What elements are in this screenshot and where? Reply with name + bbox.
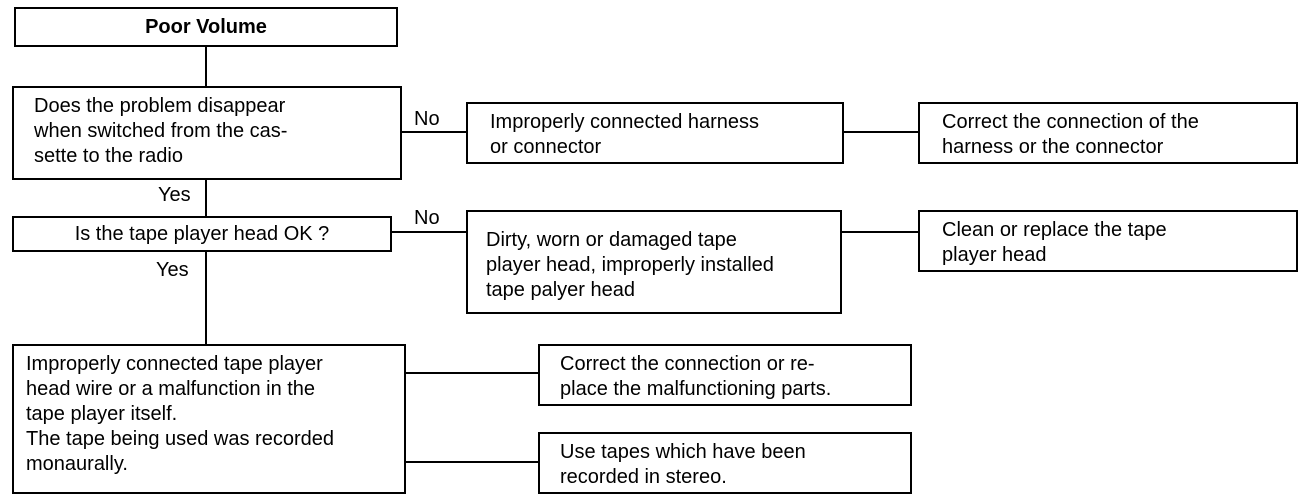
fix-line: Correct the connection or re-	[560, 353, 815, 375]
no-label: No	[414, 207, 440, 229]
yes-label: Yes	[158, 184, 191, 206]
cause-line: player head, improperly installed	[486, 254, 774, 276]
fix-box-stereo-tapes: Use tapes which have been recorded in st…	[538, 432, 912, 494]
fix-line: recorded in stereo.	[560, 466, 727, 488]
question-line: when switched from the cas-	[34, 120, 288, 142]
cause-line: Dirty, worn or damaged tape	[486, 229, 737, 251]
title-text: Poor Volume	[145, 16, 267, 38]
question-line: Does the problem disappear	[34, 95, 286, 117]
fix-line: player head	[942, 244, 1047, 266]
question-box-tape-head: Is the tape player head OK ?	[12, 216, 392, 252]
cause-line: tape player itself.	[26, 403, 178, 425]
question-line: sette to the radio	[34, 145, 183, 167]
no-label: No	[414, 108, 440, 130]
cause-line: monaurally.	[26, 453, 128, 475]
cause-box-harness: Improperly connected harness or connecto…	[466, 102, 844, 164]
cause-line: tape palyer head	[486, 279, 636, 301]
cause-box-wiring-monaural: Improperly connected tape player head wi…	[12, 344, 406, 494]
cause-line: Improperly connected harness	[490, 111, 760, 133]
fix-line: Clean or replace the tape	[942, 219, 1167, 241]
cause-box-tape-head: Dirty, worn or damaged tape player head,…	[466, 210, 842, 314]
cause-line: head wire or a malfunction in the	[26, 378, 316, 400]
fix-box-replace-parts: Correct the connection or re- place the …	[538, 344, 912, 406]
title-box: Poor Volume	[14, 7, 398, 47]
fix-line: place the malfunctioning parts.	[560, 378, 832, 400]
yes-label: Yes	[156, 259, 189, 281]
fix-line: Use tapes which have been	[560, 441, 806, 463]
cause-line: Improperly connected tape player	[26, 353, 323, 375]
cause-line: or connector	[490, 136, 602, 158]
question-box-cassette-radio: Does the problem disappear when switched…	[12, 86, 402, 180]
fix-line: Correct the connection of the	[942, 111, 1199, 133]
fix-box-harness: Correct the connection of the harness or…	[918, 102, 1298, 164]
fix-line: harness or the connector	[942, 136, 1164, 158]
cause-line: The tape being used was recorded	[26, 428, 334, 450]
fix-box-tape-head: Clean or replace the tape player head	[918, 210, 1298, 272]
question-text: Is the tape player head OK ?	[74, 223, 330, 245]
